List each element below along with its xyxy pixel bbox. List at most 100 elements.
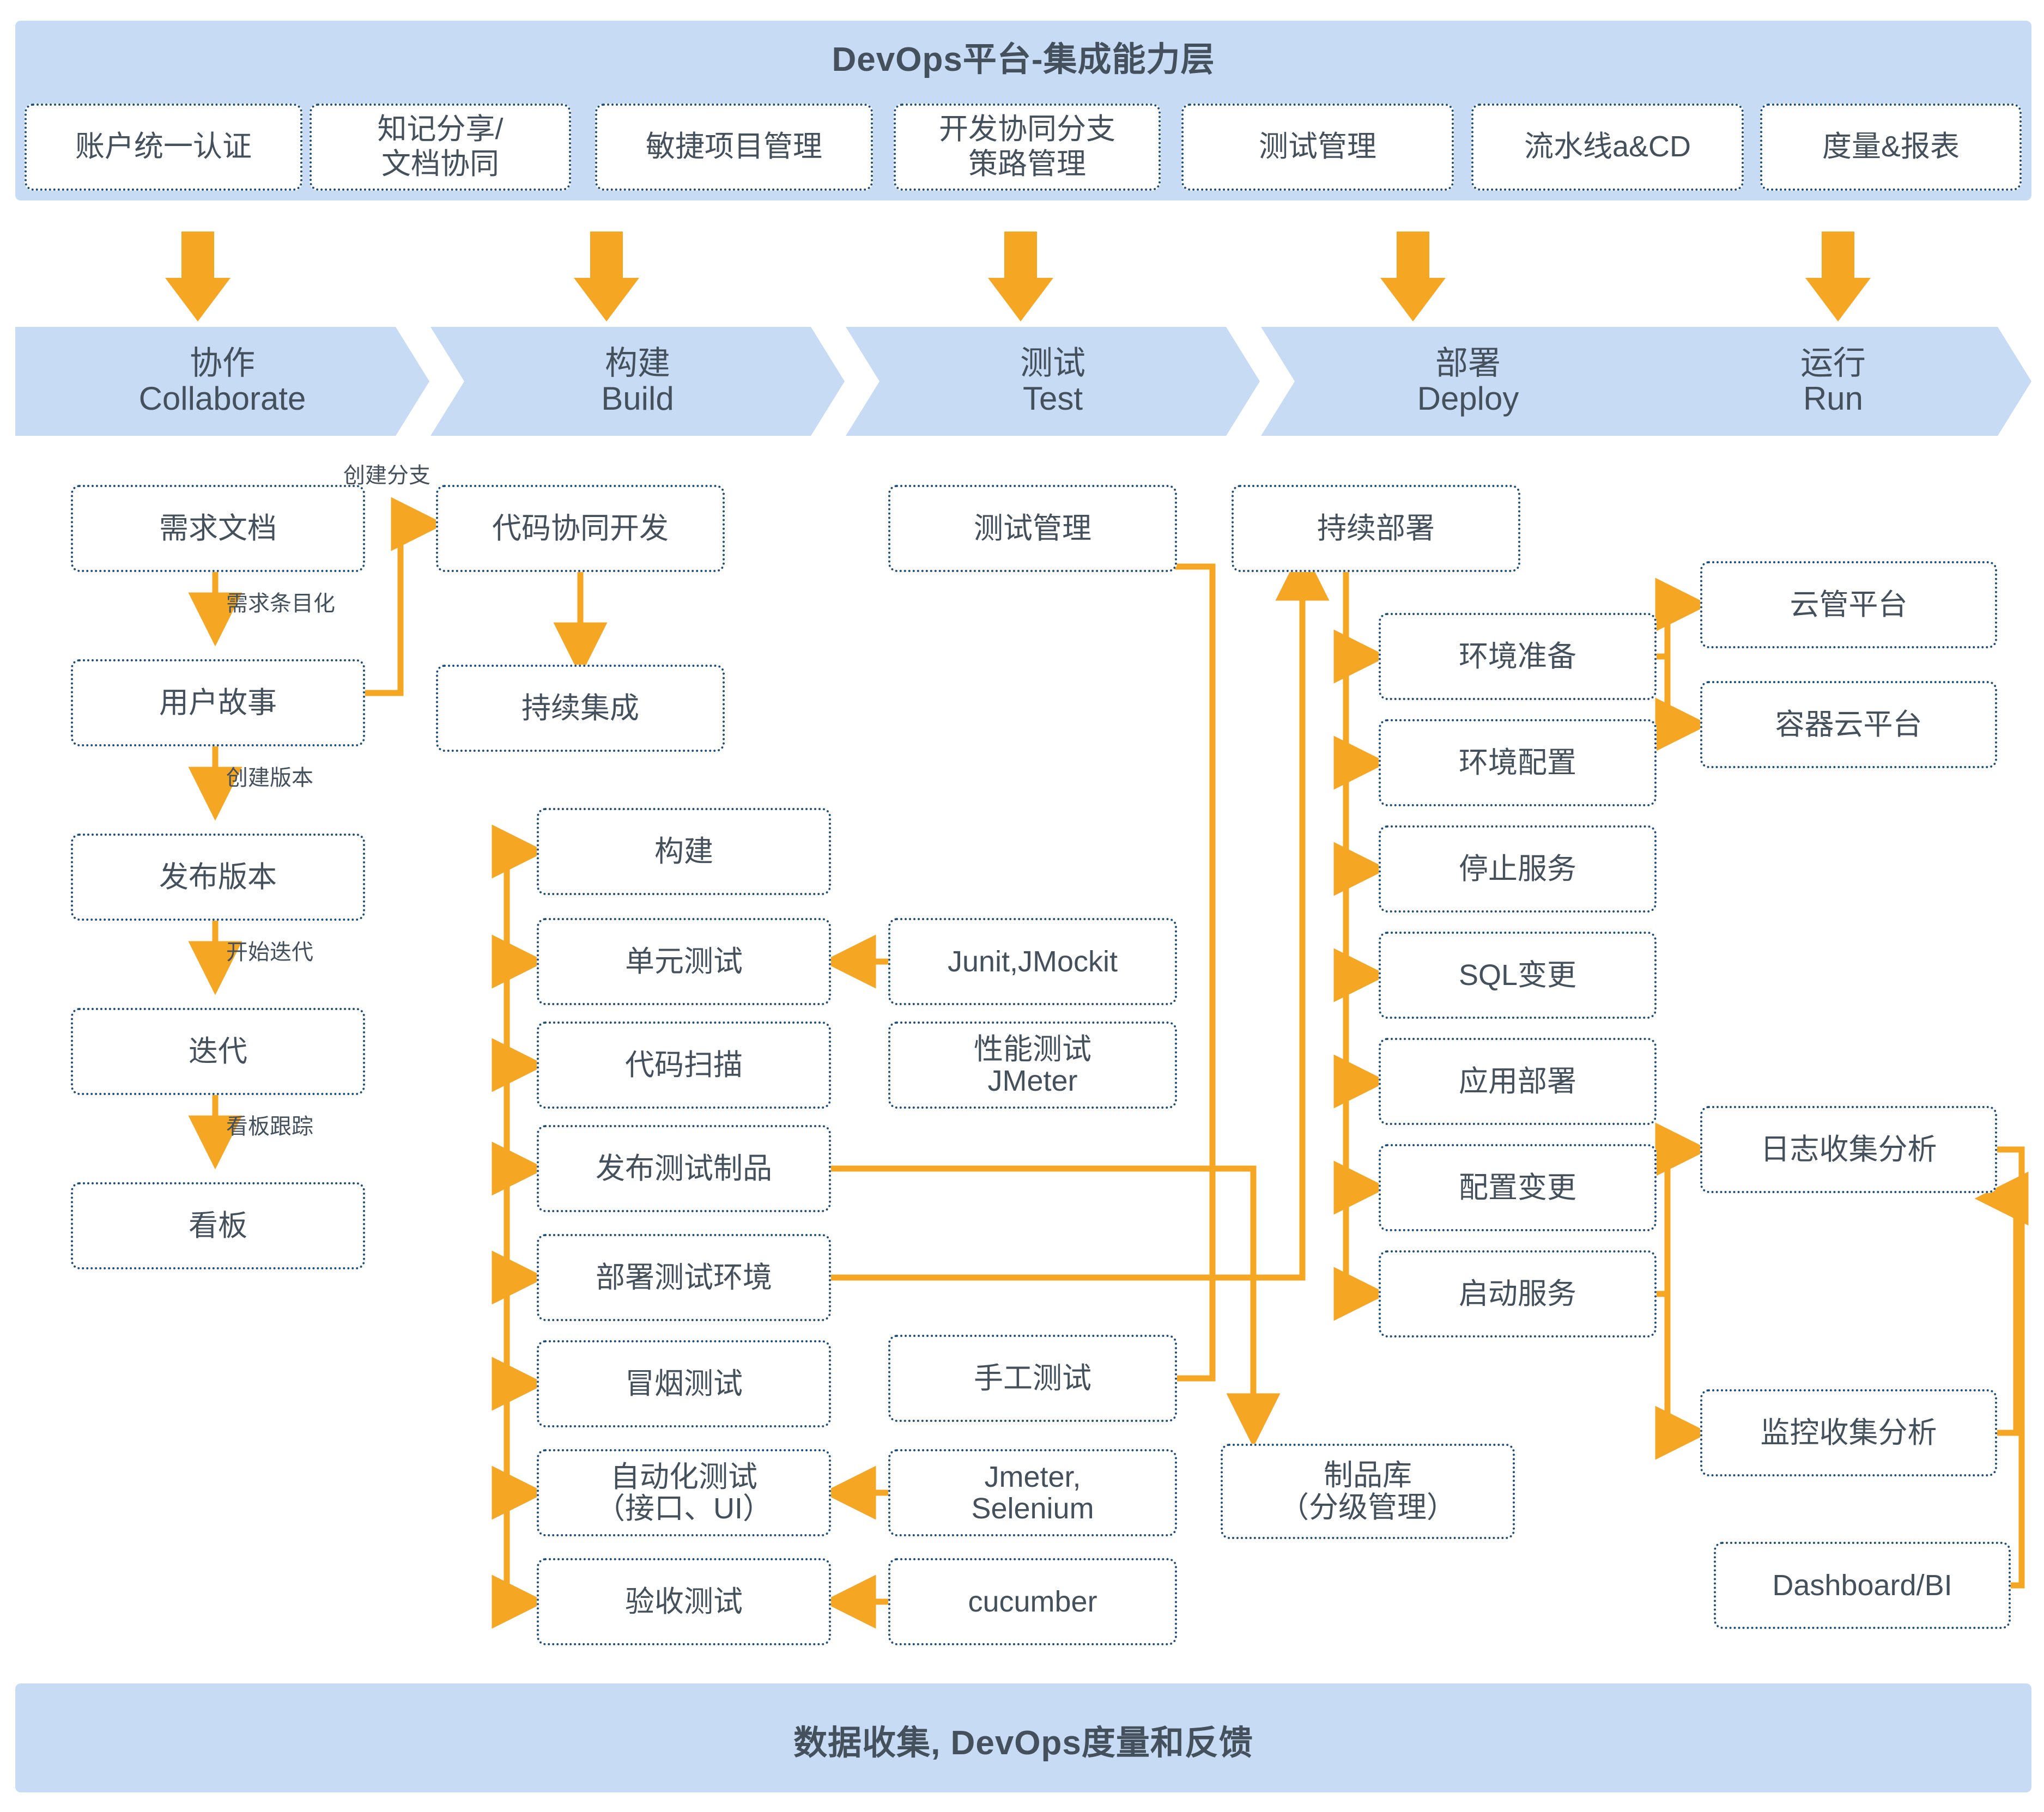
- node-label: SQL变更: [1458, 958, 1577, 992]
- node-label: 验收测试: [625, 1585, 743, 1618]
- edge-label-kanban-track: 看板跟踪: [226, 1115, 313, 1139]
- node-ci-step-unit-test[interactable]: 单元测试: [537, 918, 831, 1005]
- node-container-cloud-platform[interactable]: 容器云平台: [1700, 681, 1997, 768]
- node-deploy-step-env-prepare[interactable]: 环境准备: [1379, 613, 1657, 700]
- stage-label-en: Test: [1022, 380, 1083, 417]
- node-jmeter-selenium[interactable]: Jmeter, Selenium: [888, 1449, 1177, 1536]
- stage-chevron-test[interactable]: 测试 Test: [846, 327, 1260, 436]
- capability-chip-2[interactable]: 敏捷项目管理: [595, 104, 873, 191]
- node-label: 发布测试制品: [596, 1152, 772, 1185]
- capability-chip-1[interactable]: 知记分享/ 文档协同: [310, 104, 571, 191]
- node-deploy-step-config-change[interactable]: 配置变更: [1379, 1144, 1657, 1231]
- node-ci-step-publish-artifact[interactable]: 发布测试制品: [537, 1125, 831, 1212]
- node-deploy-step-env-config[interactable]: 环境配置: [1379, 719, 1657, 806]
- node-performance-test-jmeter[interactable]: 性能测试 JMeter: [888, 1021, 1177, 1109]
- capability-chip-5[interactable]: 流水线a&CD: [1471, 104, 1744, 191]
- capability-chip-0[interactable]: 账户统一认证: [25, 104, 302, 191]
- capability-label: 知记分享/ 文档协同: [377, 113, 504, 180]
- node-ci-step-smoke-test[interactable]: 冒烟测试: [537, 1340, 831, 1427]
- node-label: 自动化测试 （接口、UI）: [596, 1460, 772, 1525]
- page-title: DevOps平台-集成能力层: [832, 41, 1215, 78]
- node-label: Dashboard/BI: [1772, 1568, 1952, 1602]
- stage-label-en: Deploy: [1417, 380, 1519, 417]
- node-kanban[interactable]: 看板: [71, 1182, 365, 1269]
- node-monitor-collection-analysis[interactable]: 监控收集分析: [1700, 1389, 1997, 1476]
- node-label: 环境准备: [1459, 640, 1576, 673]
- node-junit-jmockit[interactable]: Junit,JMockit: [888, 918, 1177, 1005]
- stage-chevron-deploy[interactable]: 部署 Deploy: [1261, 327, 1675, 436]
- node-label: 监控收集分析: [1760, 1416, 1937, 1449]
- stage-chevron-run[interactable]: 运行 Run: [1635, 327, 2031, 436]
- edge-label-create-branch: 创建分支: [343, 464, 430, 488]
- node-deploy-step-start-service[interactable]: 启动服务: [1379, 1250, 1657, 1337]
- node-dashboard-bi[interactable]: Dashboard/BI: [1714, 1542, 2011, 1629]
- node-label: 部署测试环境: [596, 1261, 772, 1294]
- stage-chevron-collaborate[interactable]: 协作 Collaborate: [15, 327, 429, 436]
- edge-label-create-version: 创建版本: [226, 766, 313, 790]
- node-label: 日志收集分析: [1760, 1133, 1937, 1166]
- node-artifact-repository[interactable]: 制品库 （分级管理）: [1221, 1444, 1515, 1539]
- node-label: 容器云平台: [1775, 708, 1922, 741]
- node-log-collection-analysis[interactable]: 日志收集分析: [1700, 1106, 1997, 1193]
- footer-title: 数据收集, DevOps度量和反馈: [793, 1724, 1253, 1762]
- capability-label: 度量&报表: [1822, 130, 1960, 163]
- stage-label-cn: 测试: [1020, 344, 1085, 381]
- node-label: 启动服务: [1459, 1277, 1576, 1310]
- stage-label-cn: 运行: [1800, 344, 1866, 381]
- capability-label: 账户统一认证: [75, 130, 252, 163]
- stage-label-cn: 协作: [190, 344, 255, 381]
- node-user-story[interactable]: 用户故事: [71, 659, 365, 746]
- capability-label: 开发协同分支 策路管理: [939, 113, 1115, 180]
- node-label: Jmeter, Selenium: [971, 1460, 1094, 1525]
- node-label: 冒烟测试: [625, 1367, 743, 1400]
- node-label: 代码扫描: [625, 1048, 743, 1081]
- node-deploy-step-app-deploy[interactable]: 应用部署: [1379, 1038, 1657, 1125]
- node-label: 手工测试: [974, 1361, 1091, 1395]
- stage-label-cn: 构建: [605, 344, 670, 381]
- node-label: 发布版本: [159, 860, 277, 893]
- node-release-version[interactable]: 发布版本: [71, 834, 365, 921]
- stage-label-en: Collaborate: [138, 380, 306, 417]
- node-ci-step-code-scan[interactable]: 代码扫描: [537, 1021, 831, 1109]
- node-label: 环境配置: [1459, 746, 1576, 779]
- node-ci-step-automation-test[interactable]: 自动化测试 （接口、UI）: [537, 1449, 831, 1536]
- node-test-management[interactable]: 测试管理: [888, 485, 1177, 572]
- node-cloud-management-platform[interactable]: 云管平台: [1700, 561, 1997, 648]
- edge-label-start-iteration: 开始迭代: [226, 940, 313, 964]
- node-label: cucumber: [968, 1585, 1097, 1618]
- node-label: 需求文档: [159, 512, 277, 545]
- capability-chip-4[interactable]: 测试管理: [1181, 104, 1454, 191]
- node-ci-step-acceptance-test[interactable]: 验收测试: [537, 1558, 831, 1645]
- node-continuous-integration[interactable]: 持续集成: [436, 665, 725, 752]
- node-label: 用户故事: [159, 686, 277, 719]
- node-label: 配置变更: [1459, 1171, 1576, 1204]
- stage-label-en: Run: [1803, 380, 1864, 417]
- node-deploy-step-sql-change[interactable]: SQL变更: [1379, 932, 1657, 1019]
- stage-label-cn: 部署: [1435, 344, 1501, 381]
- node-label: 性能测试 JMeter: [974, 1032, 1091, 1097]
- node-iteration[interactable]: 迭代: [71, 1008, 365, 1095]
- capability-chip-6[interactable]: 度量&报表: [1760, 104, 2022, 191]
- node-ci-step-deploy-test-env[interactable]: 部署测试环境: [537, 1234, 831, 1321]
- node-cucumber[interactable]: cucumber: [888, 1558, 1177, 1645]
- node-requirement-doc[interactable]: 需求文档: [71, 485, 365, 572]
- node-label: 应用部署: [1459, 1065, 1576, 1098]
- node-label: 单元测试: [625, 945, 743, 978]
- node-label: 看板: [189, 1209, 247, 1242]
- node-ci-step-build[interactable]: 构建: [537, 808, 831, 895]
- node-label: 代码协同开发: [492, 512, 669, 545]
- capability-label: 测试管理: [1259, 130, 1376, 163]
- node-code-collab-dev[interactable]: 代码协同开发: [436, 485, 725, 572]
- node-label: 制品库 （分级管理）: [1279, 1459, 1456, 1524]
- node-continuous-deployment[interactable]: 持续部署: [1232, 485, 1520, 572]
- node-manual-test[interactable]: 手工测试: [888, 1335, 1177, 1422]
- node-label: 迭代: [189, 1035, 247, 1068]
- capability-label: 敏捷项目管理: [646, 130, 822, 163]
- node-label: 云管平台: [1790, 588, 1908, 621]
- stage-chevron-build[interactable]: 构建 Build: [430, 327, 845, 436]
- capability-chip-3[interactable]: 开发协同分支 策路管理: [894, 104, 1161, 191]
- edge-label-requirement-itemize: 需求条目化: [226, 592, 335, 616]
- node-label: 停止服务: [1459, 852, 1576, 885]
- node-deploy-step-stop-service[interactable]: 停止服务: [1379, 825, 1657, 913]
